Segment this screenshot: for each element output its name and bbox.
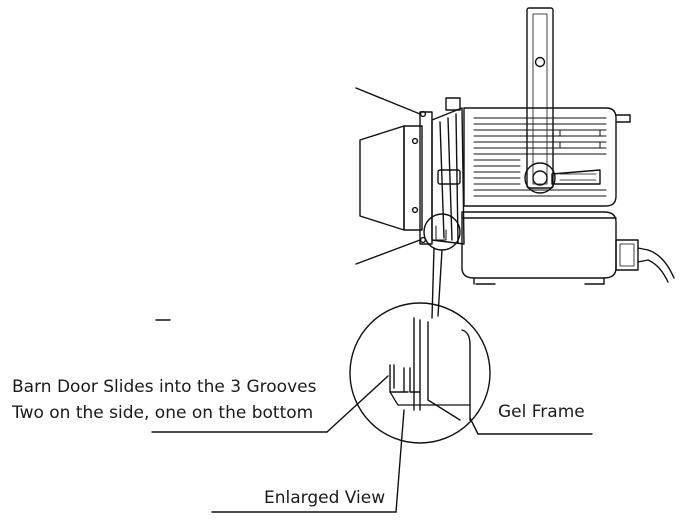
enlarged-view-leader [395,409,405,513]
barn-door-label-line2: Two on the side, one on the bottom [12,403,314,423]
barn-door [355,87,433,265]
gel-frame-leader [469,417,593,435]
barn-door-label-line1: Barn Door Slides into the 3 Grooves [12,377,317,397]
gel-frame-label: Gel Frame [498,402,585,422]
power-supply-box [461,211,617,285]
front-lens-ring [431,97,465,245]
barn-door-leader [326,375,389,433]
callout-leader-left [431,247,435,319]
yoke-lock-knob [524,162,601,194]
enlarged-view-circle [349,302,491,444]
yoke-bracket [526,7,554,189]
lamp-body [463,107,631,207]
enlarged-view-label: Enlarged View [264,488,386,508]
detail-callout-circle [423,213,461,251]
power-connector [615,239,675,283]
